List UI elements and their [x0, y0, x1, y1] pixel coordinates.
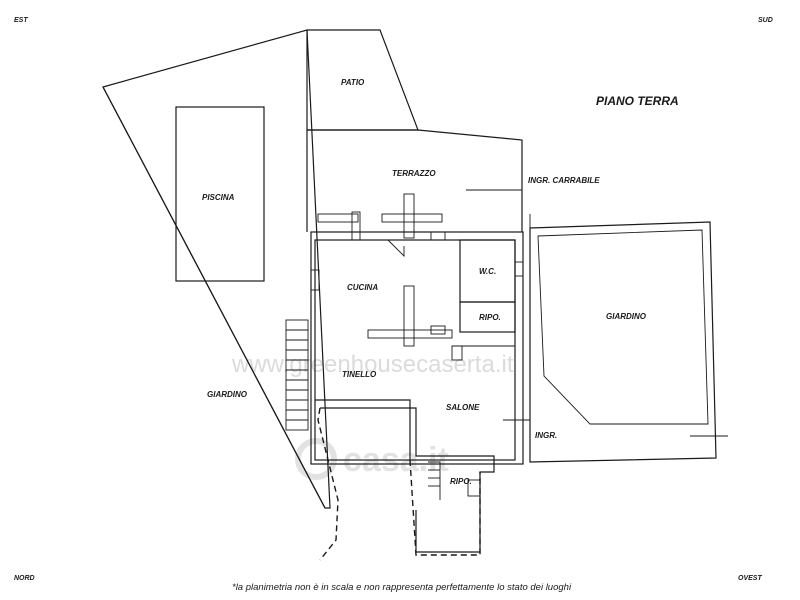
room-label-tinello: TINELLO: [342, 370, 377, 379]
dashed-perimeter: [317, 407, 339, 561]
garden-right-inner: [537, 229, 709, 425]
compass-bottom-right: OVEST: [738, 575, 762, 582]
room-label-giardino-left: GIARDINO: [207, 390, 248, 399]
terrace-outline: [307, 129, 523, 232]
garden-left-edge: [102, 86, 326, 509]
room-label-wc: W.C.: [479, 267, 496, 276]
room-label-ingr-carrabile: INGR. CARRABILE: [528, 176, 600, 185]
floor-title: PIANO TERRA: [596, 94, 679, 108]
room-label-ripo-lower: RIPO.: [450, 477, 472, 486]
garden-left-outline: [102, 29, 331, 509]
room-label-piscina: PISCINA: [202, 193, 235, 202]
room-label-patio: PATIO: [341, 78, 365, 87]
interior-walls: [310, 193, 530, 460]
watermark-site: www.greenhousecaserta.it: [231, 351, 514, 378]
room-label-ripo-upper: RIPO.: [479, 313, 501, 322]
room-label-terrazzo: TERRAZZO: [392, 169, 436, 178]
room-label-cucina: CUCINA: [347, 283, 378, 292]
watermark: www.greenhousecaserta.it casa.it: [231, 351, 514, 480]
footnote: *la planimetria non è in scala e non rap…: [232, 582, 572, 593]
exterior-stairs: [285, 319, 309, 431]
compass-top-right: SUD: [758, 17, 773, 24]
room-label-giardino-right: GIARDINO: [606, 312, 647, 321]
house-outer-wall: [310, 231, 524, 465]
pool: [175, 106, 265, 282]
interior-stairs: [428, 461, 441, 500]
room-label-ingr: INGR.: [535, 431, 557, 440]
compass-bottom-left: NORD: [14, 575, 35, 582]
lower-annex: [320, 407, 495, 553]
room-label-salone: SALONE: [446, 403, 480, 412]
compass-top-left: EST: [14, 17, 28, 24]
lower-annex-window: [467, 479, 481, 497]
garden-right-outline: [529, 221, 717, 463]
